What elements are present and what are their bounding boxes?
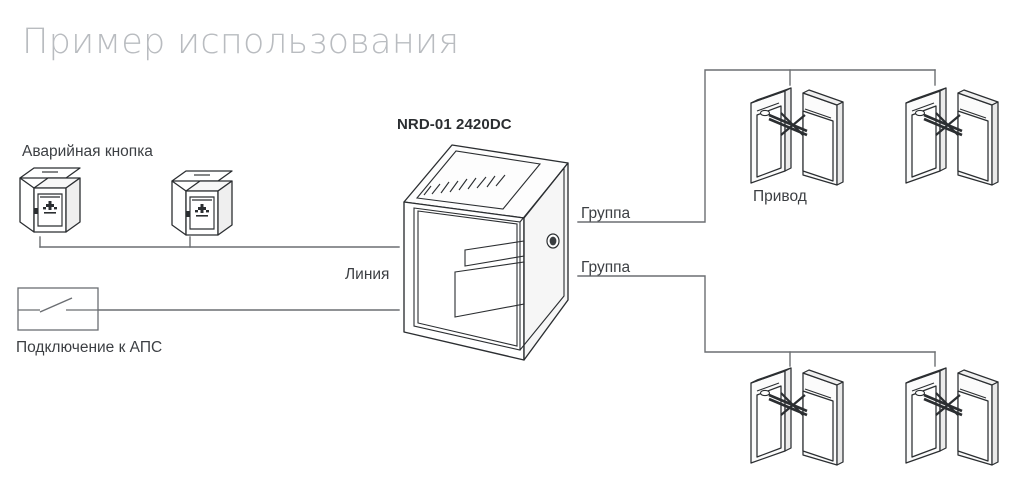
label-group-bottom: Группа bbox=[581, 259, 631, 276]
group-1-trunk bbox=[577, 69, 936, 223]
controller-indicator bbox=[546, 233, 560, 249]
device-turnstile-top-right bbox=[904, 86, 1000, 187]
group-2-trunk bbox=[577, 275, 936, 353]
device-turnstile-bottom-right bbox=[904, 366, 1000, 467]
device-turnstile-top-left bbox=[749, 86, 845, 187]
device-controller-unit bbox=[403, 144, 569, 361]
device-call-point-2 bbox=[171, 170, 233, 236]
label-drive: Привод bbox=[753, 188, 807, 205]
page-title: Пример использования bbox=[22, 22, 460, 62]
label-controller-model: NRD-01 2420DC bbox=[397, 116, 512, 133]
label-emergency-button: Аварийная кнопка bbox=[22, 143, 153, 160]
device-call-point-1 bbox=[19, 167, 81, 233]
label-line: Линия bbox=[345, 266, 390, 283]
device-turnstile-bottom-left bbox=[749, 366, 845, 467]
device-fire-alarm-contact bbox=[17, 287, 99, 331]
label-fire-alarm-connection: Подключение к АПС bbox=[16, 339, 163, 356]
label-group-top: Группа bbox=[581, 205, 631, 222]
